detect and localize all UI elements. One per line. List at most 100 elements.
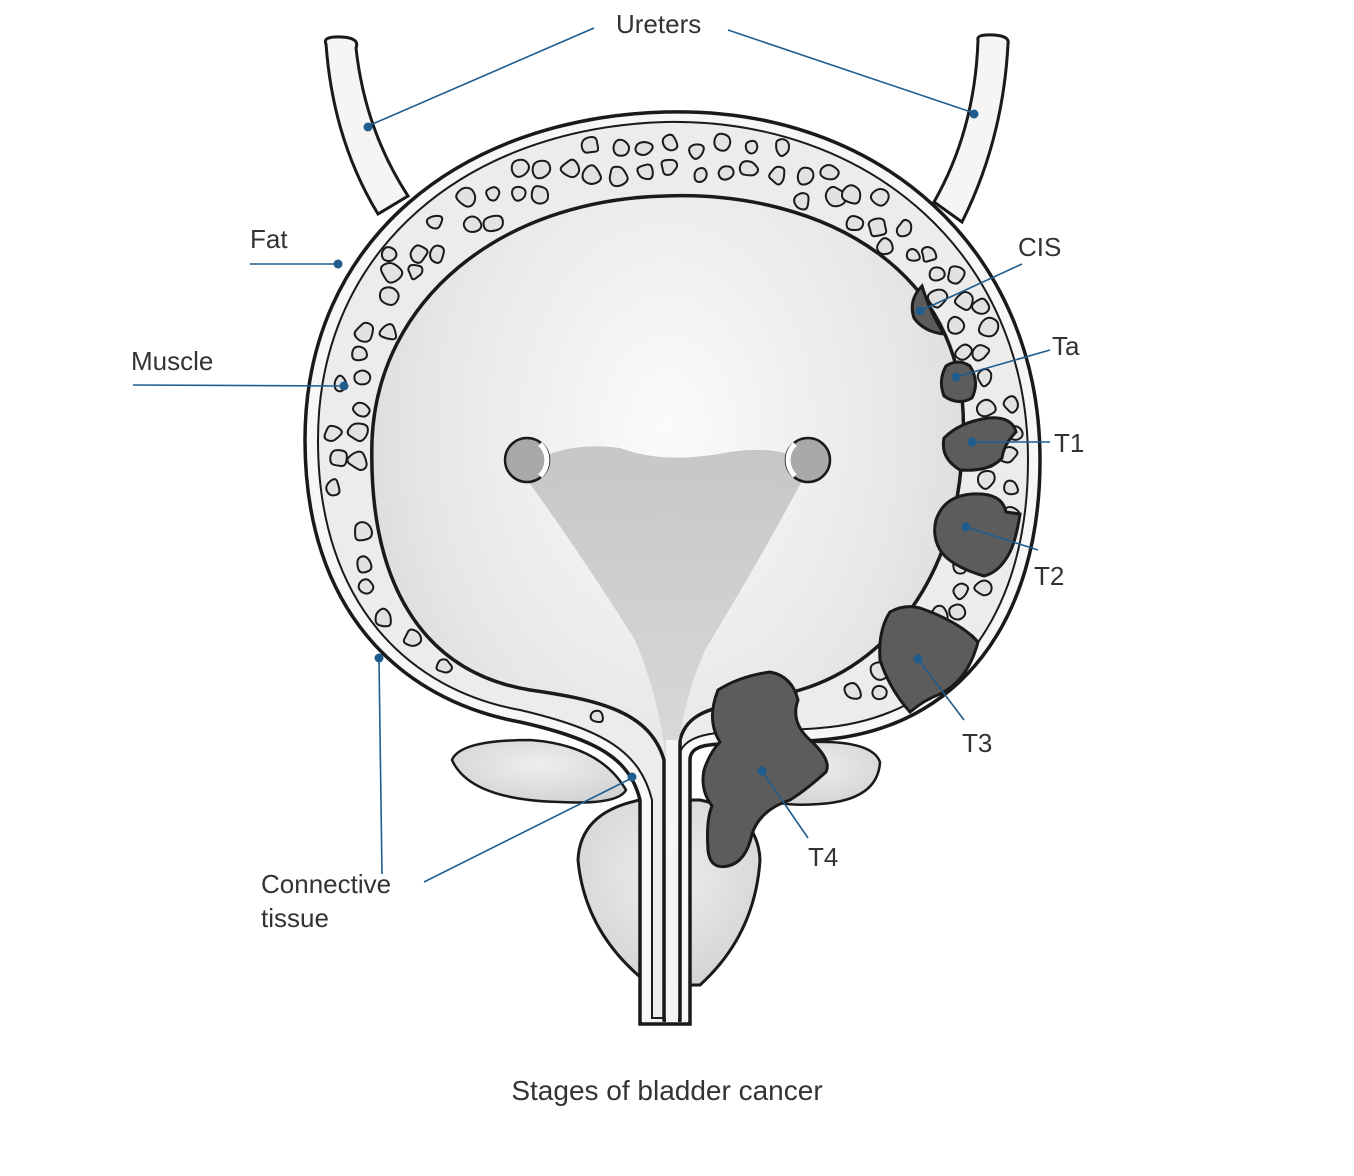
muscle-cell — [688, 143, 705, 160]
muscle-cell — [693, 167, 708, 183]
muscle-cell — [895, 218, 913, 238]
diagram-caption: Stages of bladder cancer — [511, 1075, 822, 1106]
muscle-cell — [660, 158, 679, 176]
muscle-cell — [435, 658, 453, 674]
muscle-cell — [946, 315, 966, 335]
muscle-cell — [970, 297, 991, 315]
urethra-fill — [666, 740, 678, 1022]
muscle-cell — [973, 579, 993, 597]
muscle-cell — [867, 217, 888, 238]
label-ureters: Ureters — [616, 9, 701, 39]
muscle-cell — [843, 682, 862, 700]
muscle-cell — [948, 603, 967, 621]
muscle-cell — [402, 628, 423, 647]
muscle-cell — [612, 138, 631, 157]
muscle-cell — [580, 135, 600, 154]
muscle-cell — [796, 166, 815, 186]
tumour-t1 — [941, 416, 1018, 472]
muscle-cell — [380, 246, 398, 263]
muscle-cell — [485, 186, 501, 202]
bladder-lumen — [370, 193, 966, 1022]
muscle-cell — [407, 263, 424, 281]
label-connective-line1: Connective — [261, 869, 391, 899]
muscle-cell — [876, 237, 894, 256]
muscle-cell — [409, 244, 429, 264]
muscle-cell — [954, 343, 973, 361]
muscle-cell — [738, 160, 760, 177]
label-fat: Fat — [250, 224, 288, 254]
muscle-cell — [971, 344, 991, 362]
label-t4: T4 — [808, 842, 838, 872]
muscle-cell — [510, 158, 530, 178]
label-connective-line2: tissue — [261, 903, 329, 933]
tumour-t3 — [878, 605, 980, 715]
muscle-cell — [928, 266, 946, 282]
muscle-cell — [511, 185, 527, 202]
muscle-cell — [374, 607, 392, 628]
muscle-cell — [871, 684, 888, 701]
urethra-channel — [662, 740, 682, 1022]
label-muscle: Muscle — [131, 346, 213, 376]
left-seminal-gland — [450, 738, 628, 804]
muscle-cell — [977, 316, 1000, 338]
label-cis: CIS — [1018, 232, 1061, 262]
muscle-cell — [947, 265, 966, 285]
muscle-cell — [380, 262, 404, 284]
muscle-cell — [905, 248, 921, 262]
muscle-cell — [976, 469, 996, 490]
muscle-cell — [356, 555, 373, 574]
right-ureter-opening — [784, 436, 832, 484]
muscle-cell — [920, 245, 938, 263]
muscle-cell — [353, 369, 372, 386]
muscle-cell — [482, 214, 504, 233]
muscle-cell — [608, 165, 629, 188]
muscle-cell — [819, 164, 840, 181]
muscle-cell — [353, 321, 375, 343]
muscle-cell — [352, 401, 371, 418]
tumour-t2 — [933, 492, 1022, 578]
muscle-cell — [1003, 479, 1019, 496]
muscle-cell — [926, 288, 949, 309]
muscle-cell — [845, 214, 865, 232]
muscle-cell — [581, 164, 602, 185]
tumour-cis — [910, 283, 947, 336]
muscle-cell — [530, 185, 550, 205]
muscle-cell — [744, 139, 759, 155]
muscle-cell — [975, 398, 997, 418]
muscle-cell — [323, 424, 343, 442]
label-t3: T3 — [962, 728, 992, 758]
muscle-cell — [869, 187, 890, 207]
muscle-cell — [357, 578, 375, 595]
muscle-cell — [354, 521, 373, 542]
muscle-cell — [634, 141, 654, 156]
label-t2: T2 — [1034, 561, 1064, 591]
muscle-cell — [346, 422, 369, 443]
left-ureter-opening — [503, 436, 551, 484]
muscle-cell — [636, 163, 654, 181]
muscle-cell — [768, 165, 786, 186]
muscle-cell — [717, 165, 735, 181]
muscle-cell — [661, 133, 679, 152]
muscle-cell — [775, 138, 791, 157]
muscle-cell — [429, 244, 445, 264]
muscle-cell — [462, 215, 483, 233]
muscle-cell — [351, 345, 368, 362]
muscle-cell — [329, 449, 348, 468]
muscle-cell — [455, 186, 477, 208]
muscle-cell — [378, 323, 398, 341]
muscle-cell — [589, 709, 604, 724]
muscle-cell — [559, 158, 581, 179]
muscle-cell — [713, 132, 732, 152]
muscle-cell — [346, 450, 368, 472]
label-ta: Ta — [1052, 331, 1080, 361]
muscle-cell — [976, 367, 993, 388]
muscle-cell — [425, 214, 444, 230]
muscle-cell — [952, 582, 970, 601]
tumour-ta — [939, 360, 977, 403]
muscle-cell — [793, 192, 810, 211]
trigone — [520, 446, 810, 760]
muscle-cell — [1002, 395, 1019, 414]
muscle-cell — [378, 286, 400, 306]
right-ureter — [932, 33, 1010, 225]
